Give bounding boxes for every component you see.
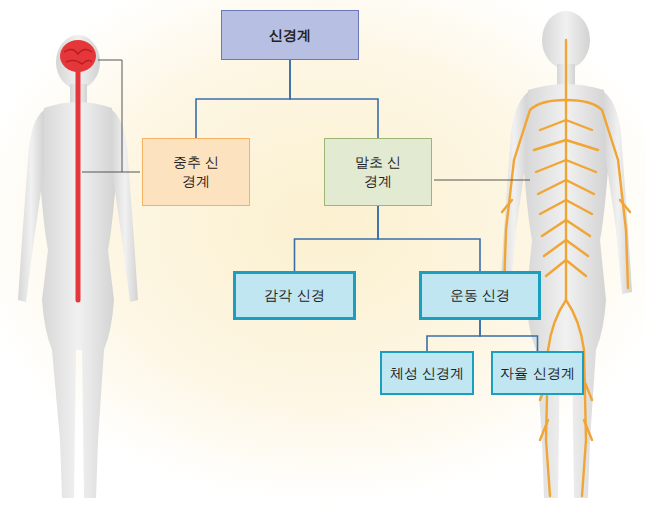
box-label: 신경계 xyxy=(269,26,311,45)
right-body xyxy=(500,11,632,498)
tree-connector xyxy=(290,60,378,138)
box-label: 중추 신경계 xyxy=(167,153,226,191)
category-box: 자율 신경계 xyxy=(491,351,584,395)
category-box: 말초 신경계 xyxy=(324,138,432,206)
box-label: 운동 신경 xyxy=(450,286,510,305)
tree-connector xyxy=(378,206,480,271)
category-box: 운동 신경 xyxy=(419,271,541,320)
category-box: 신경계 xyxy=(221,10,359,60)
category-box: 체성 신경계 xyxy=(380,351,474,395)
tree-connector xyxy=(480,320,538,351)
tree-connector xyxy=(196,60,290,138)
box-label: 감각 신경 xyxy=(264,286,324,305)
category-box: 감각 신경 xyxy=(233,271,356,320)
box-label: 체성 신경계 xyxy=(390,364,464,383)
left-body xyxy=(18,35,138,498)
category-box: 중추 신경계 xyxy=(142,138,250,206)
box-label: 말초 신경계 xyxy=(349,153,408,191)
box-label: 자율 신경계 xyxy=(500,364,574,383)
tree-connector xyxy=(427,320,480,351)
tree-connector xyxy=(295,206,379,271)
